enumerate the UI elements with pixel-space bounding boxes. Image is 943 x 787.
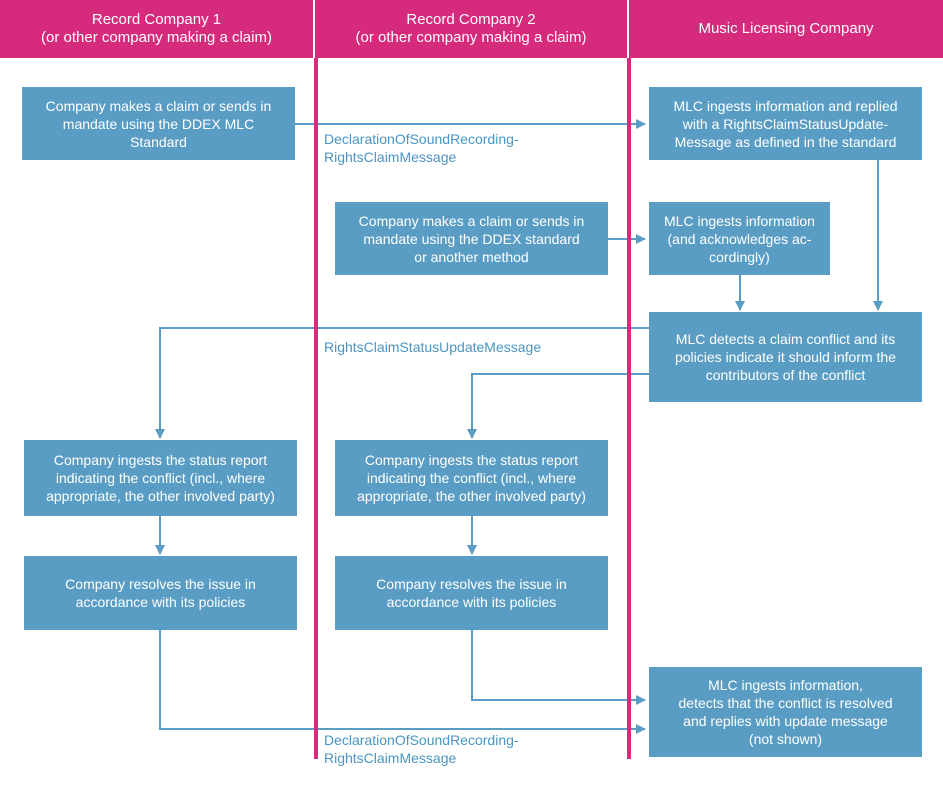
arrow-conflict-to-rc2	[467, 373, 650, 439]
lane-divider-2	[627, 58, 631, 759]
box-mlc-final: MLC ingests information, detects that th…	[649, 667, 922, 757]
header-record-company-2: Record Company 2 (or other company makin…	[315, 0, 627, 58]
header-record-company-1: Record Company 1 (or other company makin…	[0, 0, 313, 58]
header-mlc-title: Music Licensing Company	[698, 20, 874, 37]
header-rc2-subtitle: (or other company making a claim)	[355, 29, 587, 46]
message-label-status-update: RightsClaimStatusUpdateMessage	[324, 339, 542, 355]
header-rc1-subtitle: (or other company making a claim)	[41, 29, 272, 46]
box-mlc-ingest-reply: MLC ingests information and replied with…	[649, 87, 922, 160]
box-rc2-status: Company ingests the status report indica…	[335, 440, 608, 516]
box-mlc-ingest-ack: MLC ingests information (and acknowledge…	[649, 202, 830, 275]
box-rc1-claim: Company makes a claim or sends in mandat…	[22, 87, 295, 160]
arrow-conflict-to-rc1	[155, 327, 650, 439]
header-rc2-title: Record Company 2	[406, 11, 536, 28]
message-label-declaration-1: DeclarationOfSoundRecording- RightsClaim…	[324, 131, 519, 165]
arrow-rc1-resolve-to-mlc	[159, 630, 646, 734]
box-rc1-status: Company ingests the status report indica…	[24, 440, 297, 516]
box-rc2-claim: Company makes a claim or sends in mandat…	[335, 202, 608, 275]
message-label-declaration-2: DeclarationOfSoundRecording- RightsClaim…	[324, 732, 519, 766]
arrow-rc2-resolve-to-mlc	[471, 630, 646, 705]
box-rc2-resolve: Company resolves the issue in accordance…	[335, 556, 608, 630]
header-rc1-title: Record Company 1	[91, 11, 222, 28]
box-mlc-conflict: MLC detects a claim conflict and its pol…	[649, 312, 922, 402]
header-music-licensing-company: Music Licensing Company	[629, 0, 943, 58]
box-rc1-resolve: Company resolves the issue in accordance…	[24, 556, 297, 630]
lane-divider-1	[314, 58, 318, 759]
